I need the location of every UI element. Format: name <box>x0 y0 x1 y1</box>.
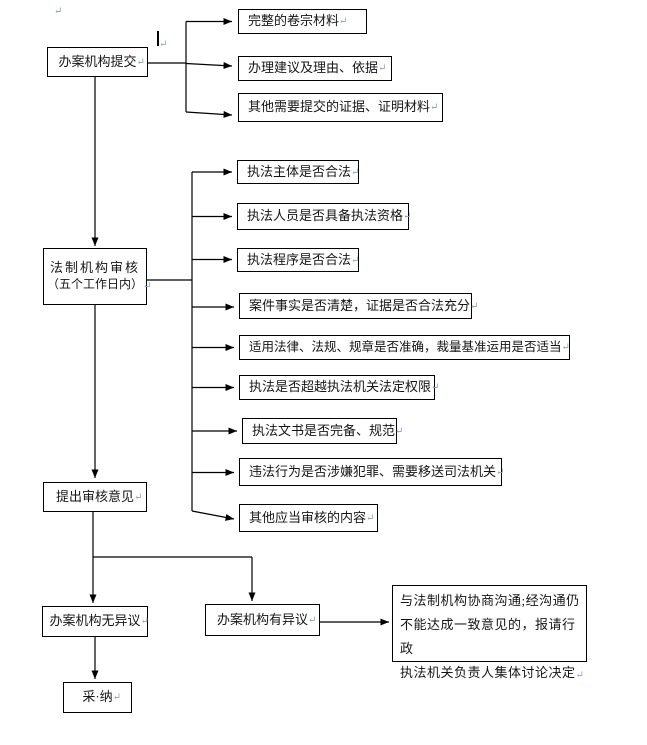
node-label: 办案机构提交 <box>58 53 137 69</box>
node-label: 办案机构有异议 <box>216 611 308 627</box>
node-review-item-subject-legality: 执法主体是否合法↵ <box>237 160 359 184</box>
node-label: 案件事实是否清楚，证据是否合法充分 <box>249 297 471 313</box>
node-label-text: 执法机关负责人集体讨论决定 <box>400 665 576 680</box>
node-label-line: 执法机关负责人集体讨论决定↵ <box>400 665 585 681</box>
node-label: 其他应当审核的内容 <box>249 509 367 525</box>
paragraph-mark: ↵ <box>159 39 168 50</box>
node-no-objection: 办案机构无异议↵ <box>42 606 149 637</box>
node-review-item-procedure-legality: 执法程序是否合法↵ <box>237 248 359 272</box>
node-label-line: 不能达成一致意见的，报请行政 <box>400 617 576 656</box>
node-label: 采·纳 <box>82 689 113 705</box>
node-label-line: 与法制机构协商沟通;经沟通仍 <box>400 593 580 608</box>
node-label: 执法程序是否合法 <box>247 251 352 267</box>
node-label: 办案机构无异议 <box>49 613 141 629</box>
node-issue-review-opinion: 提出审核意见↵ <box>43 482 147 512</box>
node-submit-item-dossier: 完整的卷宗材料↵ <box>238 9 367 34</box>
node-label: 其他需要提交的证据、证明材料 <box>248 99 431 115</box>
node-sublabel-text: （五个工作日内） <box>46 277 143 292</box>
node-review-item-authority-limit: 执法是否超越执法机关法定权限↵ <box>239 375 439 400</box>
node-review-item-other-content: 其他应当审核的内容↵ <box>239 504 378 532</box>
node-review-item-law-application: 适用法律、法规、规章是否准确，裁量基准运用是否适当↵ <box>239 335 570 360</box>
node-adopt: 采·纳↵ <box>63 682 132 713</box>
paragraph-mark: ↵ <box>54 6 63 17</box>
node-label: 适用法律、法规、规章是否准确，裁量基准运用是否适当 <box>249 339 562 354</box>
node-label: 法制机构审核 <box>49 259 140 275</box>
node-label: 违法行为是否涉嫌犯罪、需要移送司法机关 <box>249 463 497 479</box>
node-review-item-criminal-transfer: 违法行为是否涉嫌犯罪、需要移送司法机关↵ <box>239 458 504 486</box>
node-label: 执法文书是否完备、规范 <box>252 422 396 438</box>
node-case-agency-submit: 办案机构提交↵ <box>47 47 148 77</box>
node-review-item-facts-evidence: 案件事实是否清楚，证据是否合法充分↵ <box>239 293 478 319</box>
node-consult-decision: 与法制机构协商沟通;经沟通仍 不能达成一致意见的，报请行政 执法机关负责人集体讨… <box>392 585 587 681</box>
node-sublabel: （五个工作日内）↵ <box>46 277 152 293</box>
node-review-item-documents: 执法文书是否完备、规范↵ <box>242 418 403 444</box>
node-label: 提出审核意见 <box>55 488 134 504</box>
node-legal-review: 法制机构审核 （五个工作日内）↵ <box>43 248 152 305</box>
node-has-objection: 办案机构有异议↵ <box>205 604 320 636</box>
node-label: 完整的卷宗材料 <box>248 13 340 29</box>
node-label: 执法人员是否具备执法资格 <box>247 208 404 224</box>
node-submit-item-other-evidence: 其他需要提交的证据、证明材料↵ <box>238 93 443 122</box>
node-review-item-staff-qualification: 执法人员是否具备执法资格↵ <box>237 203 411 230</box>
node-label: 执法是否超越执法机关法定权限 <box>249 379 432 395</box>
node-label: 执法主体是否合法 <box>247 163 352 179</box>
node-label: 办理建议及理由、依据 <box>248 60 379 76</box>
node-submit-item-suggestion: 办理建议及理由、依据↵ <box>238 56 392 81</box>
